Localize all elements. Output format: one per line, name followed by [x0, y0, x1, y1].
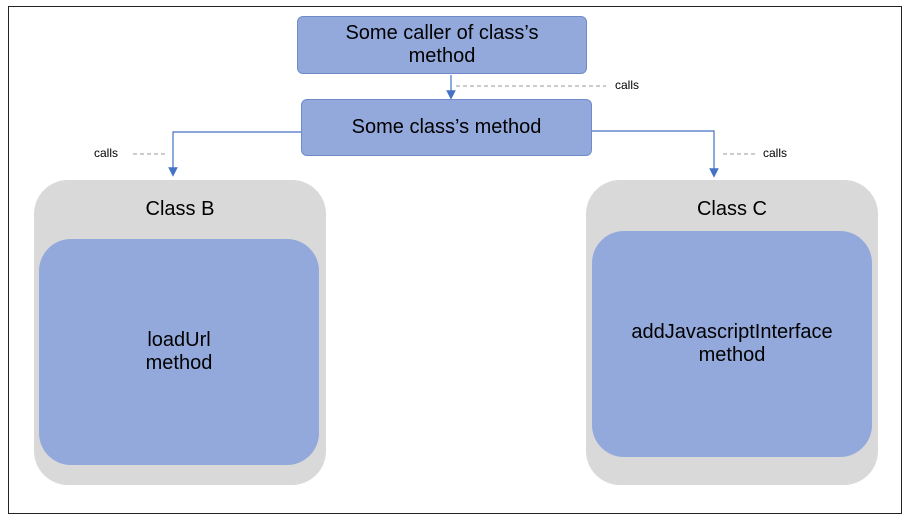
edge-label-middle-to-b: calls [94, 146, 119, 160]
class-c-container: Class C addJavascriptInterface method [586, 180, 878, 485]
edge-label-middle-to-c: calls [763, 146, 788, 160]
class-b-container: Class B loadUrl method [34, 180, 326, 485]
class-b-method-line1: loadUrl [147, 329, 211, 351]
caller-method-line2: method [408, 45, 476, 67]
caller-method-box: Some caller of class’s method [297, 16, 587, 74]
edge-label-top-to-middle: calls [615, 78, 640, 92]
class-c-method-line1: addJavascriptInterface [631, 321, 833, 343]
class-method-box: Some class’s method [301, 99, 592, 156]
class-b-method-line2: method [145, 352, 213, 374]
class-c-title: Class C [696, 198, 767, 220]
arrow-middle-to-c [592, 130, 719, 178]
arrow-middle-to-b [168, 131, 301, 177]
class-b-method-box: loadUrl method [39, 239, 319, 465]
class-method-label: Some class’s method [351, 116, 542, 138]
class-b-title: Class B [145, 198, 215, 220]
diagram-frame [8, 6, 902, 514]
class-c-method-line2: method [698, 344, 766, 366]
class-c-method-box: addJavascriptInterface method [592, 231, 872, 457]
caller-method-line1: Some caller of class’s [345, 22, 539, 44]
